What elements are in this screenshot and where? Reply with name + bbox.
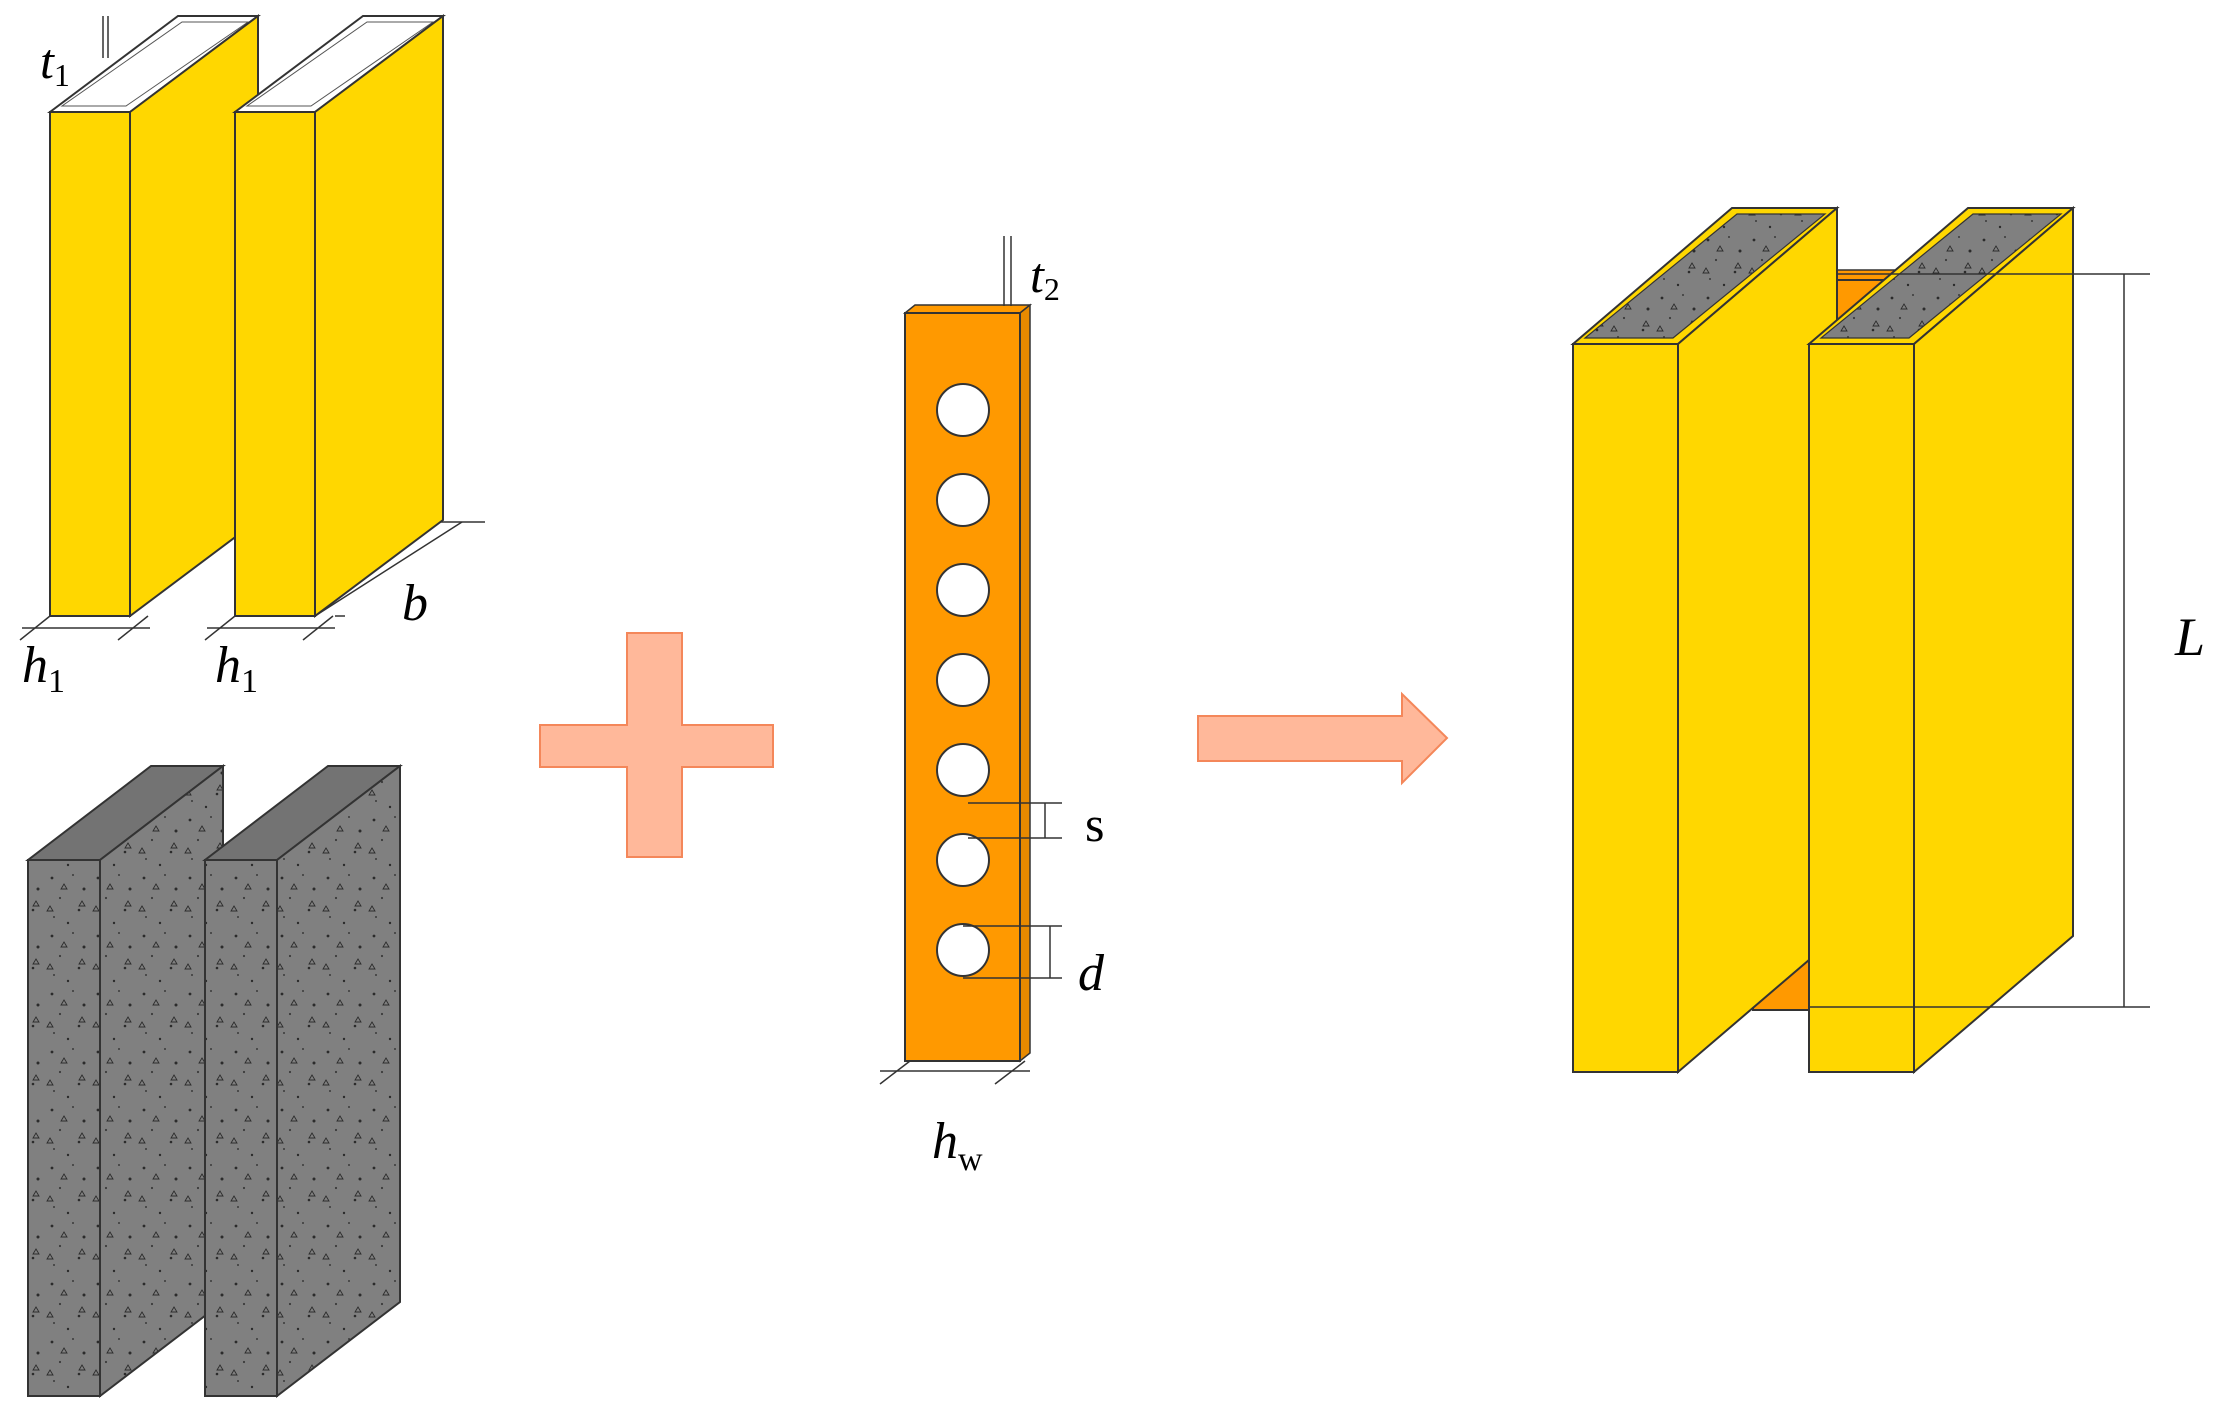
label-t1: t1 [40,33,70,93]
dimension-L [1809,273,2150,1008]
steel-tube-right-inner-top [245,21,435,107]
label-b: b [402,575,428,632]
label-h1-left: h1 [22,637,65,700]
plus-icon [539,632,774,858]
web-plate-hole [936,383,990,437]
concrete-core-right-side [276,763,401,1399]
dimension-b [314,521,485,617]
steel-tube-right-side [314,14,444,618]
dimension-d [963,925,1062,979]
web-plate-hole [936,563,990,617]
label-h1-right: h1 [215,637,258,700]
web-plate-hole [936,653,990,707]
label-L: L [2174,607,2205,667]
steel-tube-left-inner-top [60,21,250,107]
web-plate-hole [936,743,990,797]
steel-tube-right-front [234,111,316,617]
composite-left-front [1572,343,1679,1073]
web-plate-hole [936,473,990,527]
web-plate-side [1019,303,1031,1063]
dimension-s [968,802,1062,839]
arrow-right-icon [1197,691,1449,786]
composite-column [1570,205,2076,1075]
concrete-core-right-front [204,859,278,1397]
composite-left-concrete-top [1583,213,1827,339]
label-hw: hw [932,1113,983,1178]
label-t2: t2 [1030,247,1060,307]
steel-tube-right [232,14,446,618]
web-plate-top [902,304,1033,314]
dimension-h1-right [204,615,335,641]
dimension-t1 [102,16,109,58]
concrete-core-left-front [27,859,101,1397]
label-d: d [1078,945,1105,1002]
steel-tube-left-front [49,111,131,617]
composite-right-concrete-top [1819,213,2063,339]
perforated-web-plate [902,303,1033,1063]
web-plate-holes [936,383,990,977]
web-plate-hole [936,923,990,977]
web-plate-hole [936,833,990,887]
composite-right-side [1913,205,2074,1075]
concrete-core-left [25,763,226,1399]
label-s: s [1085,796,1104,852]
dimension-t2 [1003,236,1012,306]
steel-tube-left [47,14,261,618]
dimension-hw [879,1060,1030,1085]
concrete-core-right [202,763,403,1399]
dimension-h1-left [19,615,150,641]
composite-right-front [1808,343,1915,1073]
